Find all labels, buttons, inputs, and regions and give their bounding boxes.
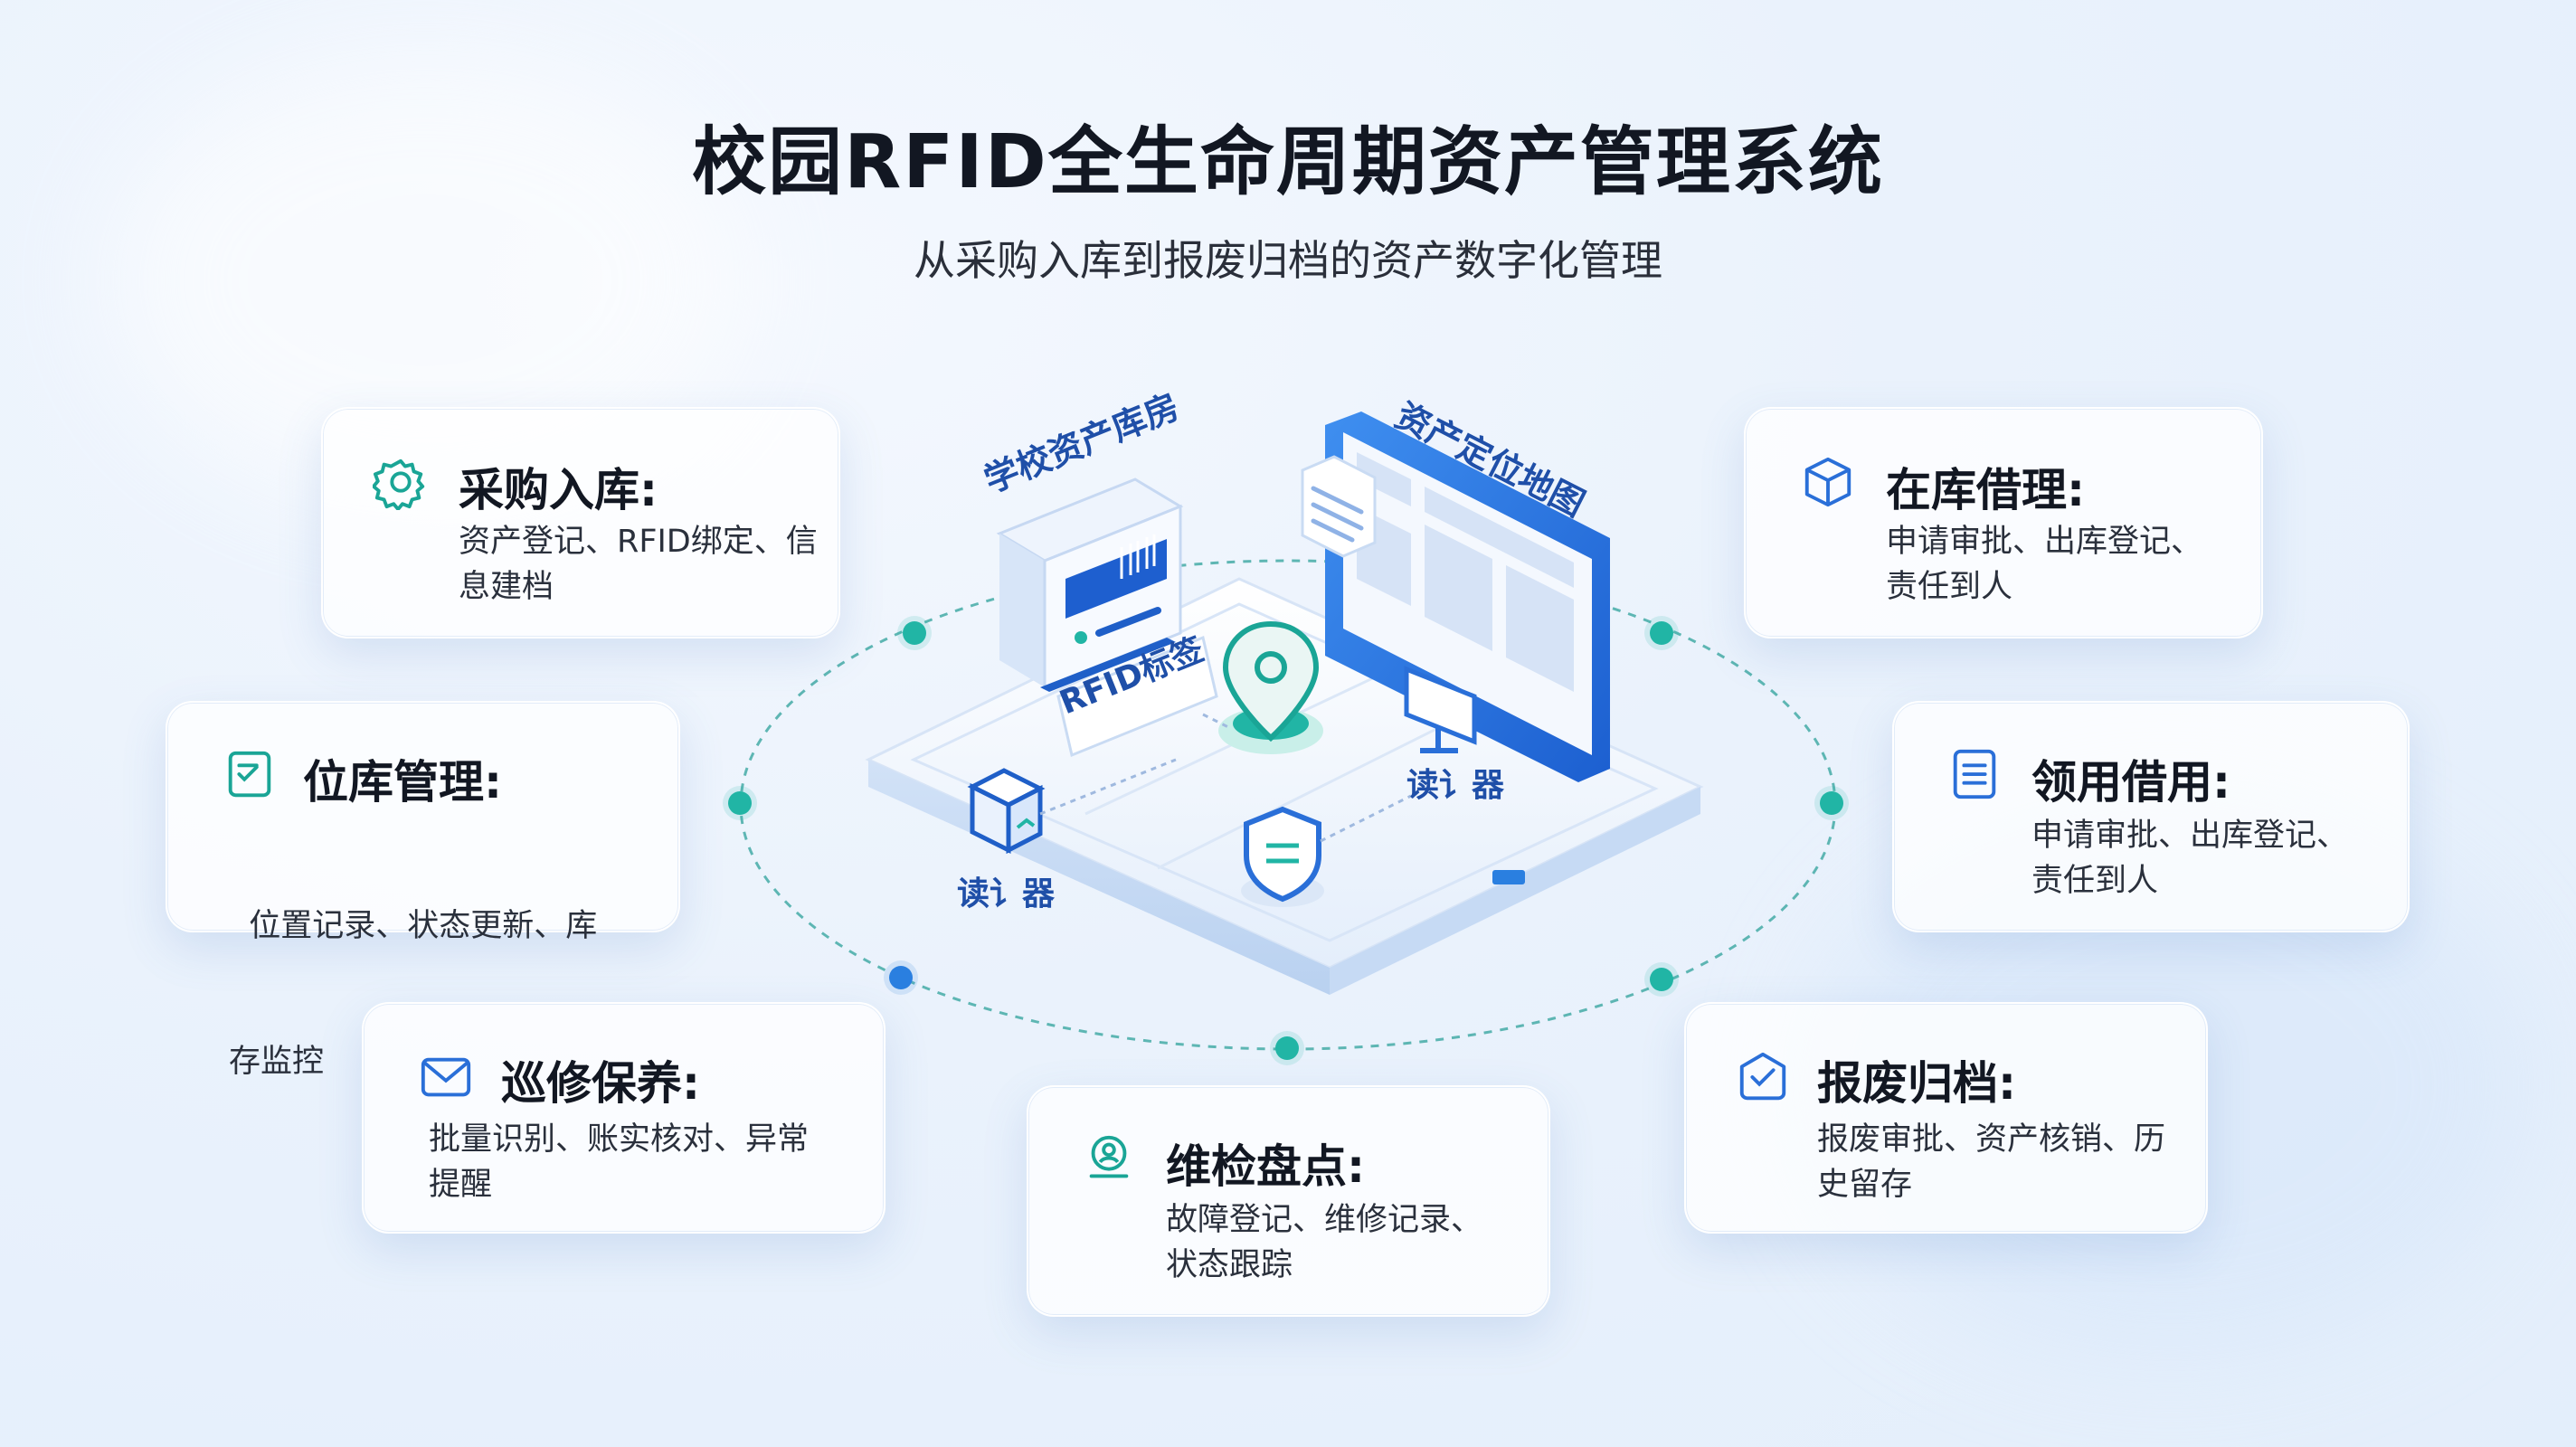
box-icon	[1804, 457, 1852, 507]
checklist-icon	[228, 751, 271, 798]
orbit-dot	[1650, 621, 1673, 645]
card-inspection: 维检盘点: 故障登记、维修记录、 状态跟踪	[1027, 1085, 1550, 1317]
card-title: 位库管理:	[303, 756, 502, 809]
card-description: 位置记录、状态更新、库 存监控	[229, 813, 597, 1175]
rfid-tag	[1056, 635, 1218, 758]
mail-icon	[421, 1057, 471, 1097]
user-pin-icon	[1089, 1135, 1129, 1178]
card-line: 状态跟踪	[1166, 1247, 1293, 1283]
card-archive: 报废归档: 报废审批、资产核销、历 史留存	[1684, 1002, 2208, 1234]
card-line: 申请审批、出库登记、	[1886, 524, 2203, 560]
card-description: 资产登记、RFID绑定、信 息建档	[459, 519, 818, 610]
card-line: 责任到人	[2031, 863, 2159, 899]
card-title: 采购入库:	[459, 464, 658, 516]
card-line: 批量识别、账实核对、异常	[429, 1121, 810, 1158]
card-line: 息建档	[459, 569, 554, 605]
card-line: 申请审批、出库登记、	[2031, 818, 2349, 854]
card-line: 资产登记、RFID绑定、信	[459, 524, 818, 560]
asset-map-monitor	[1301, 411, 1610, 782]
archive-icon	[1739, 1052, 1786, 1101]
card-line: 位置记录、状态更新、库	[229, 908, 598, 944]
warehouse-label: 学校资产库房	[979, 386, 1185, 500]
card-requisition: 领用借用: 申请审批、出库登记、 责任到人	[1892, 701, 2410, 932]
card-maintenance: 巡修保养: 批量识别、账实核对、异常 提醒	[362, 1002, 886, 1234]
card-line: 责任到人	[1886, 569, 2013, 605]
shield-icon	[1241, 806, 1324, 907]
card-line: 存监控	[229, 1044, 325, 1080]
card-description: 申请审批、出库登记、 责任到人	[1886, 519, 2202, 610]
card-description: 故障登记、维修记录、 状态跟踪	[1166, 1197, 1482, 1288]
location-pin-icon	[1218, 620, 1323, 754]
card-in-stock: 在库借理: 申请审批、出库登记、 责任到人	[1744, 407, 2263, 638]
reader-right-label: 读讠器	[1406, 767, 1505, 804]
card-title: 报废归档:	[1817, 1057, 2016, 1110]
card-title: 巡修保养:	[501, 1057, 700, 1110]
card-description: 申请审批、出库登记、 责任到人	[2031, 813, 2348, 903]
page-subtitle: 从采购入库到报废归档的资产数字化管理	[914, 236, 1662, 285]
document-icon	[1953, 749, 1996, 799]
card-procurement: 采购入库: 资产登记、RFID绑定、信 息建档	[321, 407, 840, 638]
card-title: 维检盘点:	[1166, 1140, 1365, 1193]
card-line: 提醒	[429, 1167, 493, 1203]
reader-left-label: 读讠器	[957, 875, 1056, 913]
reader-left-cube-icon	[967, 768, 1046, 855]
orbit-dot	[889, 966, 913, 989]
card-description: 批量识别、账实核对、异常 提醒	[429, 1117, 809, 1207]
card-location: 位库管理: 位置记录、状态更新、库 存监控	[166, 701, 680, 1080]
orbit-dot	[1275, 1036, 1299, 1060]
card-line: 史留存	[1817, 1167, 1913, 1203]
card-line: 报废审批、资产核销、历	[1817, 1121, 2166, 1158]
card-description: 报废审批、资产核销、历 史留存	[1817, 1117, 2165, 1207]
page-title: 校园RFID全生命周期资产管理系统	[692, 119, 1884, 205]
connector-lines	[1039, 713, 1412, 843]
orbit-dot	[1820, 791, 1843, 815]
gear-icon	[373, 459, 425, 510]
card-title: 领用借用:	[2031, 756, 2230, 809]
orbit-dot	[728, 791, 752, 815]
card-title: 在库借理:	[1886, 464, 2085, 516]
card-line: 故障登记、维修记录、	[1166, 1202, 1483, 1238]
orbit-dot	[1650, 968, 1673, 991]
warehouse-server	[996, 478, 1184, 692]
reader-right	[1404, 666, 1477, 753]
orbit-dot	[903, 621, 926, 645]
